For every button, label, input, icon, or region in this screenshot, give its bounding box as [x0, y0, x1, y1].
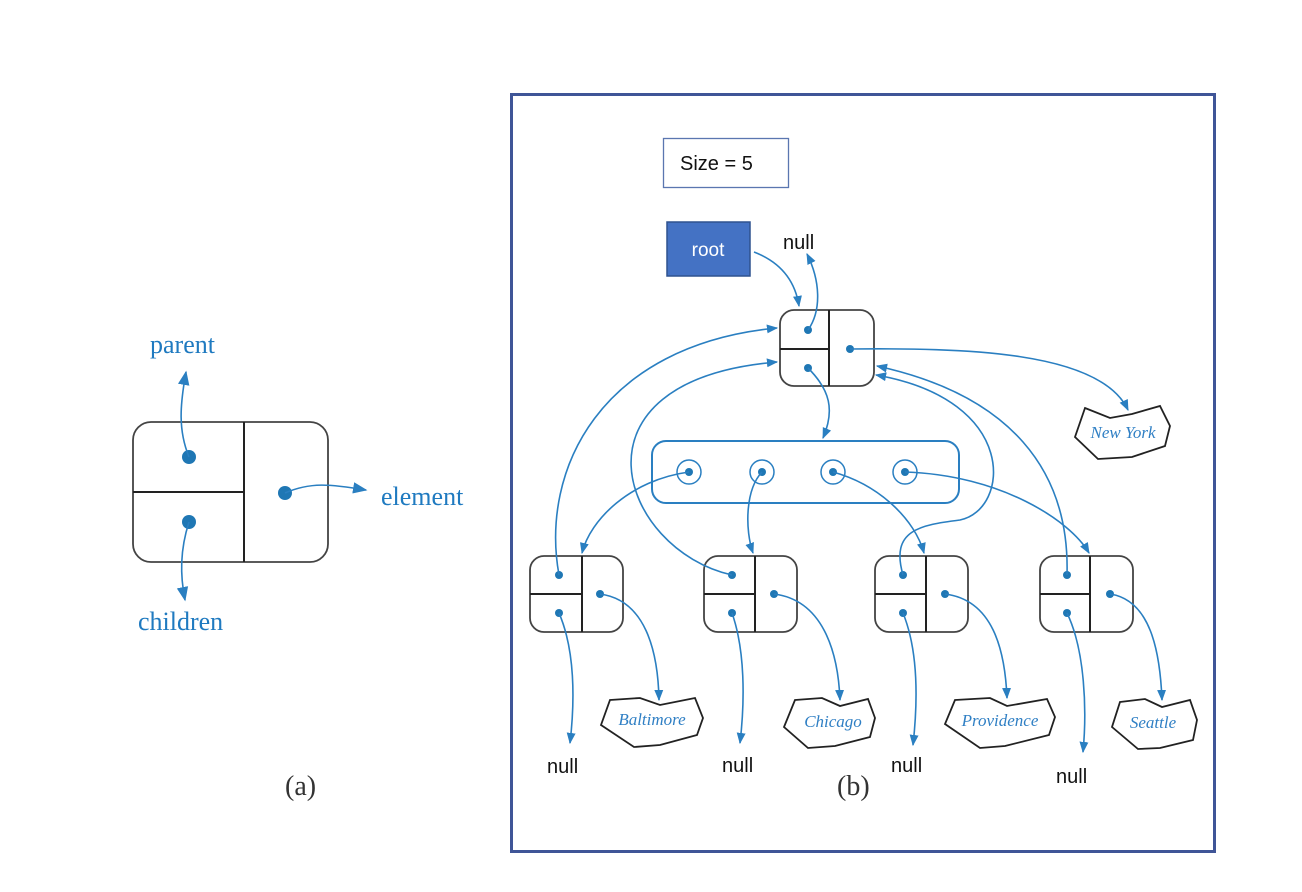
parent-arrow — [178, 370, 190, 458]
slot-1-to-child-arrow — [580, 471, 690, 555]
child-4-element-arrow — [1109, 593, 1167, 702]
child-4-parent-arrow — [875, 363, 1068, 576]
city-chicago: Chicago — [782, 697, 876, 749]
child-node-2 — [703, 555, 798, 633]
child-2-parent-arrow — [630, 358, 779, 576]
city-label: New York — [1089, 423, 1155, 442]
size-box — [662, 137, 790, 189]
child-node-4 — [1039, 555, 1134, 633]
element-arrow — [284, 482, 368, 494]
child-3-null-label: null — [891, 755, 922, 777]
city-label: Chicago — [804, 712, 862, 731]
city-seattle: Seattle — [1110, 698, 1198, 750]
slot-4-to-child-arrow — [904, 471, 1090, 554]
child-4-null-label: null — [1056, 766, 1087, 788]
city-shape — [943, 697, 1056, 749]
child-4-children-arrow — [1066, 612, 1089, 754]
children-list-box — [651, 440, 960, 504]
child-1-parent-arrow — [554, 324, 779, 576]
root-children-arrow — [807, 367, 832, 440]
node-structure — [132, 421, 329, 563]
children-arrow — [176, 521, 190, 602]
child-node-1 — [529, 555, 624, 633]
child-1-children-arrow — [558, 612, 576, 745]
root-node — [779, 309, 875, 387]
figure-b: Size = 5 root null New York — [510, 93, 1216, 853]
city-label: Baltimore — [618, 710, 686, 729]
city-label: Providence — [961, 711, 1039, 730]
city-shape — [599, 696, 704, 748]
child-3-element-arrow — [944, 593, 1012, 700]
child-1-null-label: null — [547, 756, 578, 778]
city-label: Seattle — [1130, 713, 1177, 732]
root-label: root — [692, 240, 725, 261]
child-1-element-arrow — [599, 593, 664, 702]
city-baltimore: Baltimore — [599, 696, 704, 748]
caption-b: (b) — [837, 771, 870, 802]
child-2-children-arrow — [731, 612, 746, 745]
root-reference — [666, 221, 751, 277]
city-shape — [1073, 404, 1171, 460]
child-3-children-arrow — [902, 612, 919, 747]
children-label: children — [138, 607, 223, 636]
figure-a: parent children element (a) — [132, 330, 464, 802]
child-2-element-arrow — [773, 593, 845, 702]
root-parent-arrow — [806, 252, 819, 331]
city-providence: Providence — [943, 697, 1056, 749]
city-shape — [1110, 698, 1198, 750]
child-2-null-label: null — [722, 755, 753, 777]
slot-3-to-child-arrow — [832, 471, 926, 555]
root-parent-null: null — [783, 232, 814, 254]
parent-label: parent — [150, 330, 216, 359]
size-label: Size = 5 — [680, 153, 753, 175]
root-element-arrow — [849, 348, 1129, 412]
city-new-york: New York — [1073, 404, 1171, 460]
city-shape — [782, 697, 876, 749]
child-3-parent-arrow — [874, 372, 995, 576]
slot-2-to-child-arrow — [745, 471, 763, 555]
root-pointer-arrow — [753, 251, 802, 308]
caption-a: (a) — [285, 771, 316, 802]
child-node-3 — [874, 555, 969, 633]
element-label: element — [381, 482, 464, 511]
